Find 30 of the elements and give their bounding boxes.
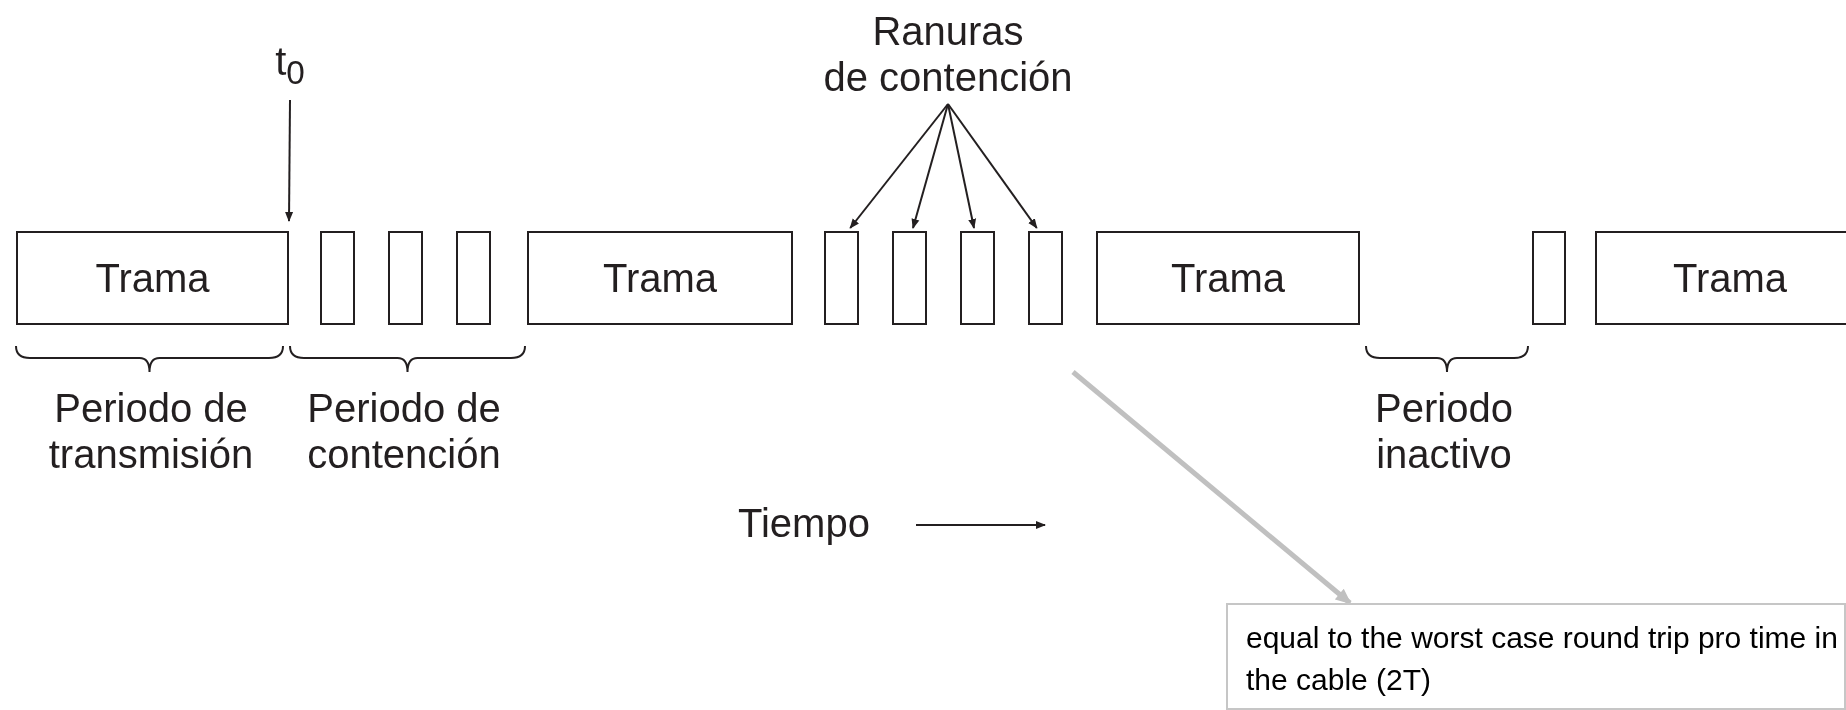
slot-box xyxy=(960,231,995,325)
arrow xyxy=(285,99,294,222)
frame-box xyxy=(527,231,793,325)
frame-label: Trama xyxy=(602,255,718,301)
frame-label: Trama xyxy=(1672,255,1788,301)
slot-box xyxy=(892,231,927,325)
frame-label: Trama xyxy=(95,255,210,301)
arrow xyxy=(849,103,949,229)
frame-box xyxy=(1096,231,1360,325)
arrow xyxy=(947,103,977,229)
annotation-text: Ranuras de contención xyxy=(823,8,1073,100)
arrow xyxy=(947,103,1038,229)
frame-box xyxy=(16,231,289,325)
period-label: Periodo inactivo xyxy=(1374,385,1514,477)
period-label: Periodo de transmisión xyxy=(47,385,255,477)
note-box xyxy=(1226,603,1846,710)
period-label: Periodo de contención xyxy=(306,385,502,477)
slot-box xyxy=(456,231,491,325)
frame-box xyxy=(1595,231,1846,325)
arrow xyxy=(911,103,949,229)
frame-label: Trama xyxy=(1170,255,1286,301)
annotation-text: t$_{0}$ xyxy=(275,37,305,93)
slot-box xyxy=(1532,231,1566,325)
axis-label: Tiempo xyxy=(738,500,871,546)
slot-box xyxy=(388,231,423,325)
slot-box xyxy=(1028,231,1063,325)
note-text: equal to the worst case round trip pro time in the cable (2T) xyxy=(1246,620,1839,698)
slot-box xyxy=(824,231,859,325)
slot-box xyxy=(320,231,355,325)
leader-arrow xyxy=(1071,370,1352,605)
